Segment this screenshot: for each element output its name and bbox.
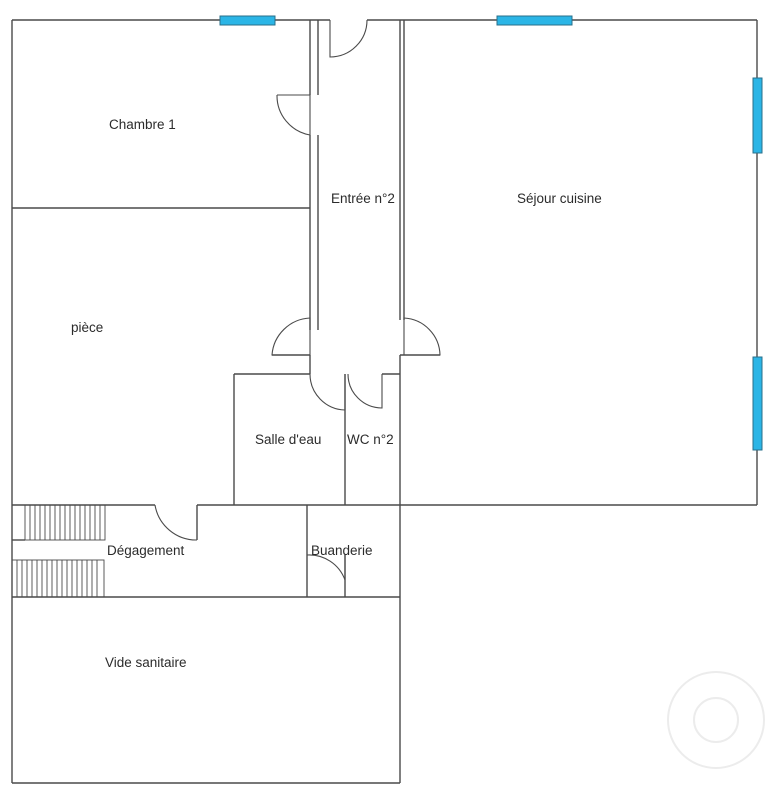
room-label-buanderie: Buanderie — [311, 543, 373, 558]
room-label-entree: Entrée n°2 — [331, 191, 395, 206]
room-label-sejour: Séjour cuisine — [517, 191, 602, 206]
room-label-vide-sanitaire: Vide sanitaire — [105, 655, 187, 670]
window-sejour-top — [496, 15, 573, 26]
windows — [219, 15, 763, 451]
stairs-upper — [24, 504, 106, 541]
watermark-seal — [667, 671, 765, 769]
room-label-wc: WC n°2 — [347, 432, 394, 447]
doors — [154, 19, 441, 581]
window-chambre1 — [219, 15, 276, 26]
window-sejour-right-top — [752, 77, 763, 154]
room-label-salle-eau: Salle d'eau — [255, 432, 321, 447]
room-label-chambre1: Chambre 1 — [109, 117, 176, 132]
stairs-lower — [11, 559, 105, 598]
room-label-degagement: Dégagement — [107, 543, 185, 558]
room-label-piece: pièce — [71, 320, 103, 335]
window-sejour-right-bottom — [752, 356, 763, 451]
